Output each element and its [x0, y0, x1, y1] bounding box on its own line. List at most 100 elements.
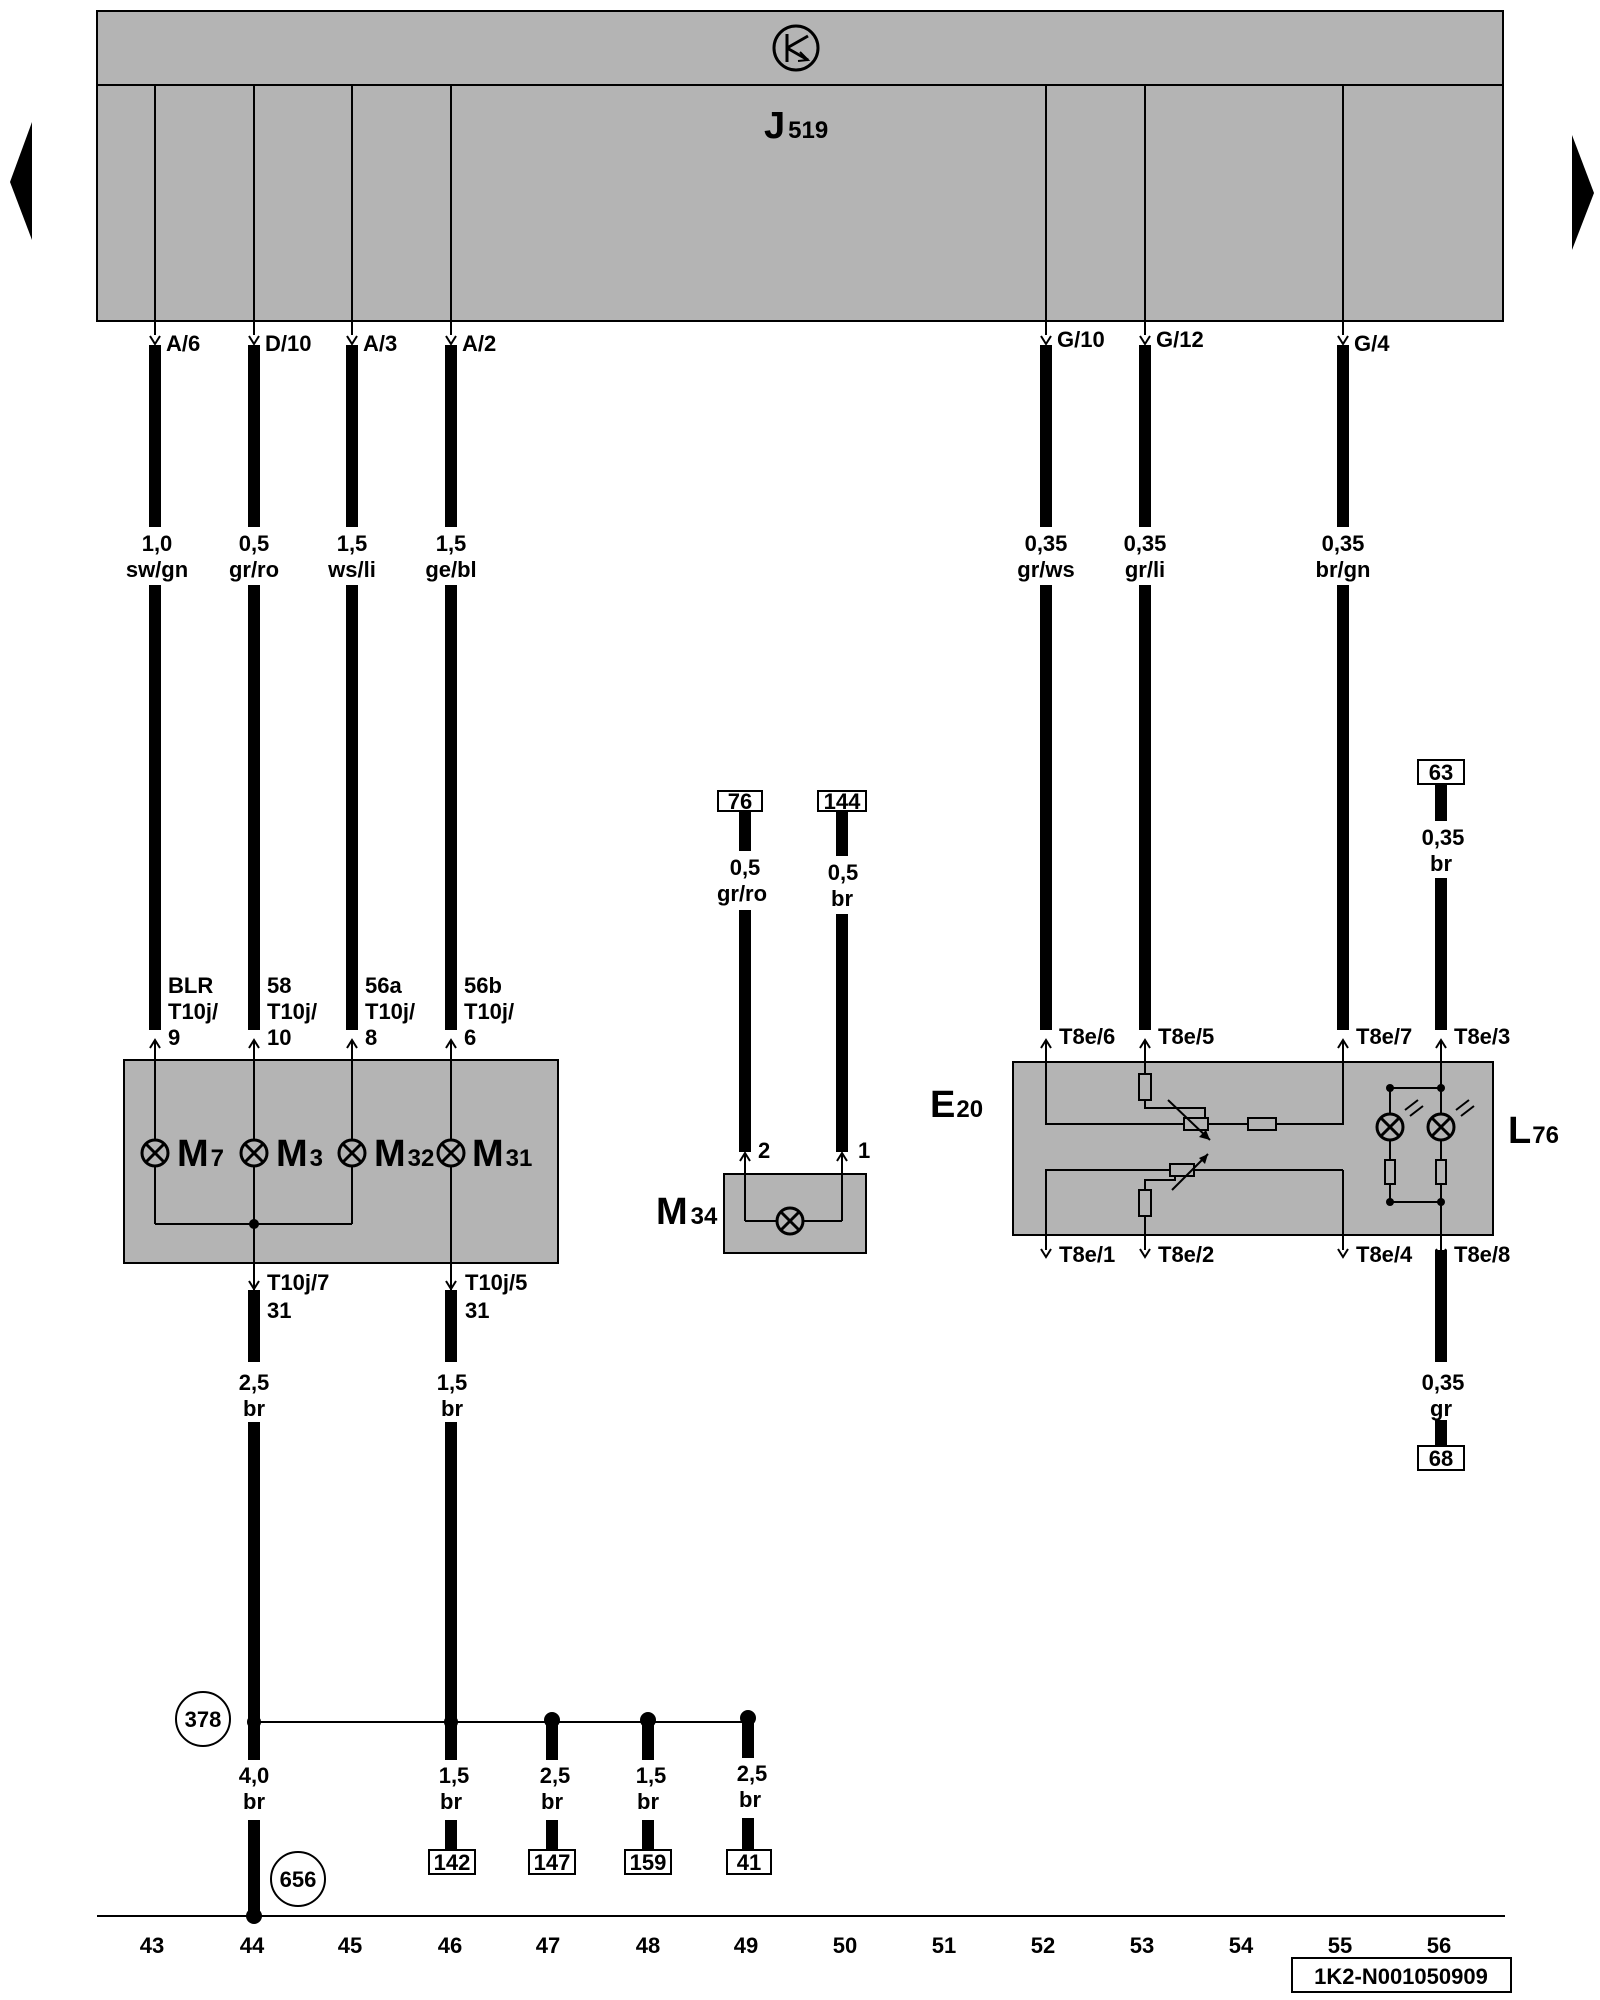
top-pin-labels: A/6 D/10 A/3 A/2 G/10 G/12 G/4 — [149, 327, 1390, 356]
terminal-name: 56a — [365, 973, 402, 998]
motor-module-terminals: BLR T10j/ 9 58 T10j/ 10 56a T10j/ 8 56b … — [149, 973, 514, 1050]
pin-label: 1 — [858, 1138, 870, 1163]
terminal-pin: 6 — [464, 1025, 476, 1050]
wire-color: ge/bl — [425, 557, 476, 582]
wire-spec-labels: 1,0 sw/gn 0,5 gr/ro 1,5 ws/li 1,5 ge/bl … — [126, 531, 1371, 582]
pin-label: T8e/8 — [1454, 1242, 1510, 1267]
component-e20: T8e/6 T8e/5 T8e/7 T8e/3 63 0,35 br E20 L… — [930, 759, 1559, 1471]
pin-label: T8e/6 — [1059, 1024, 1115, 1049]
wire-color: ws/li — [327, 557, 376, 582]
pin-label: G/12 — [1156, 327, 1204, 352]
column-number: 46 — [438, 1933, 462, 1958]
wire-size: 1,5 — [636, 1763, 667, 1788]
terminal-pin: 8 — [365, 1025, 377, 1050]
terminal-conn: T10j/ — [267, 999, 317, 1024]
resistor-icon — [1435, 1159, 1447, 1185]
pin-label: T8e/2 — [1158, 1242, 1214, 1267]
pin-label: G/10 — [1057, 327, 1105, 352]
ref-box-label: 76 — [728, 789, 752, 814]
pin-label: A/2 — [462, 331, 496, 356]
resistor-icon — [1247, 1117, 1277, 1131]
wire-color: gr — [1430, 1396, 1452, 1421]
wire-size: 1,5 — [437, 1370, 468, 1395]
wire-size: 1,5 — [337, 531, 368, 556]
pin-conn: T10j/5 — [465, 1270, 527, 1295]
ref-box-label: 147 — [534, 1850, 571, 1875]
wire-size: 2,5 — [239, 1370, 270, 1395]
column-number: 55 — [1328, 1933, 1352, 1958]
wire-size: 2,5 — [737, 1761, 768, 1786]
ref-box-label: 68 — [1429, 1446, 1453, 1471]
ground-point-label: 378 — [185, 1707, 222, 1732]
terminal-name: 56b — [464, 973, 502, 998]
ref-box-label: 144 — [824, 789, 861, 814]
pin-label: A/6 — [166, 331, 200, 356]
led-icon — [1426, 1099, 1475, 1142]
column-number: 48 — [636, 1933, 660, 1958]
pin-label: T8e/7 — [1356, 1024, 1412, 1049]
pin-conn: T10j/7 — [267, 1270, 329, 1295]
terminal-pin: 9 — [168, 1025, 180, 1050]
earth-point-label: 656 — [280, 1867, 317, 1892]
column-number: 45 — [338, 1933, 362, 1958]
resistor-icon — [1138, 1189, 1152, 1217]
column-number: 56 — [1427, 1933, 1451, 1958]
wire-color: gr/ro — [717, 881, 767, 906]
motor-m7-label: M7 — [177, 1133, 224, 1175]
pin-label: T8e/3 — [1454, 1024, 1510, 1049]
ref-box-label: 142 — [434, 1850, 471, 1875]
wire-size: 0,5 — [828, 860, 859, 885]
wire-color: br — [243, 1789, 265, 1814]
potentiometer-icon — [1169, 1163, 1195, 1177]
pin-label: T8e/5 — [1158, 1024, 1214, 1049]
column-number: 49 — [734, 1933, 758, 1958]
nav-right-arrow-icon[interactable] — [1572, 135, 1594, 250]
pin-label: T8e/1 — [1059, 1242, 1115, 1267]
pin-term: 31 — [465, 1298, 489, 1323]
terminal-name: 58 — [267, 973, 291, 998]
wire-color: br — [440, 1789, 462, 1814]
wire-size: 1,0 — [142, 531, 173, 556]
ref-box-label: 63 — [1429, 760, 1453, 785]
l76-label: L76 — [1508, 1110, 1559, 1152]
pin-label: T8e/4 — [1356, 1242, 1413, 1267]
pin-term: 31 — [267, 1298, 291, 1323]
column-number: 52 — [1031, 1933, 1055, 1958]
pin-label: D/10 — [265, 331, 311, 356]
transistor-icon — [772, 24, 820, 72]
led-icon — [1375, 1099, 1424, 1142]
wire-size: 4,0 — [239, 1763, 270, 1788]
wire-color: br — [739, 1787, 761, 1812]
column-number: 43 — [140, 1933, 164, 1958]
terminal-pin: 10 — [267, 1025, 291, 1050]
pin-label: 2 — [758, 1138, 770, 1163]
wire-color: gr/ws — [1017, 557, 1074, 582]
wire-color: gr/li — [1125, 557, 1165, 582]
terminal-conn: T10j/ — [464, 999, 514, 1024]
wire-color: br — [637, 1789, 659, 1814]
motor-m3-label: M3 — [276, 1133, 323, 1175]
wire-color: br/gn — [1316, 557, 1371, 582]
wire-color: sw/gn — [126, 557, 188, 582]
column-numbers: 43 44 45 46 47 48 49 50 51 52 53 54 55 5… — [140, 1933, 1451, 1958]
wire-color: br — [441, 1396, 463, 1421]
nav-left-arrow-icon[interactable] — [10, 122, 32, 240]
motor-module-bottom-pins: T10j/7 31 T10j/5 31 — [248, 1270, 527, 1323]
wire-size: 2,5 — [540, 1763, 571, 1788]
wire-size: 0,35 — [1322, 531, 1365, 556]
terminal-conn: T10j/ — [365, 999, 415, 1024]
column-number: 50 — [833, 1933, 857, 1958]
wire-color: br — [243, 1396, 265, 1421]
column-number: 51 — [932, 1933, 956, 1958]
ref-box-label: 41 — [737, 1850, 761, 1875]
pin-label: A/3 — [363, 331, 397, 356]
wire-size: 1,5 — [436, 531, 467, 556]
ground-wire-labels: 2,5 br 1,5 br — [239, 1370, 468, 1421]
diagram-id: 1K2-N001050909 — [1314, 1964, 1488, 1989]
wire-size: 1,5 — [439, 1763, 470, 1788]
wire-size: 0,5 — [239, 531, 270, 556]
